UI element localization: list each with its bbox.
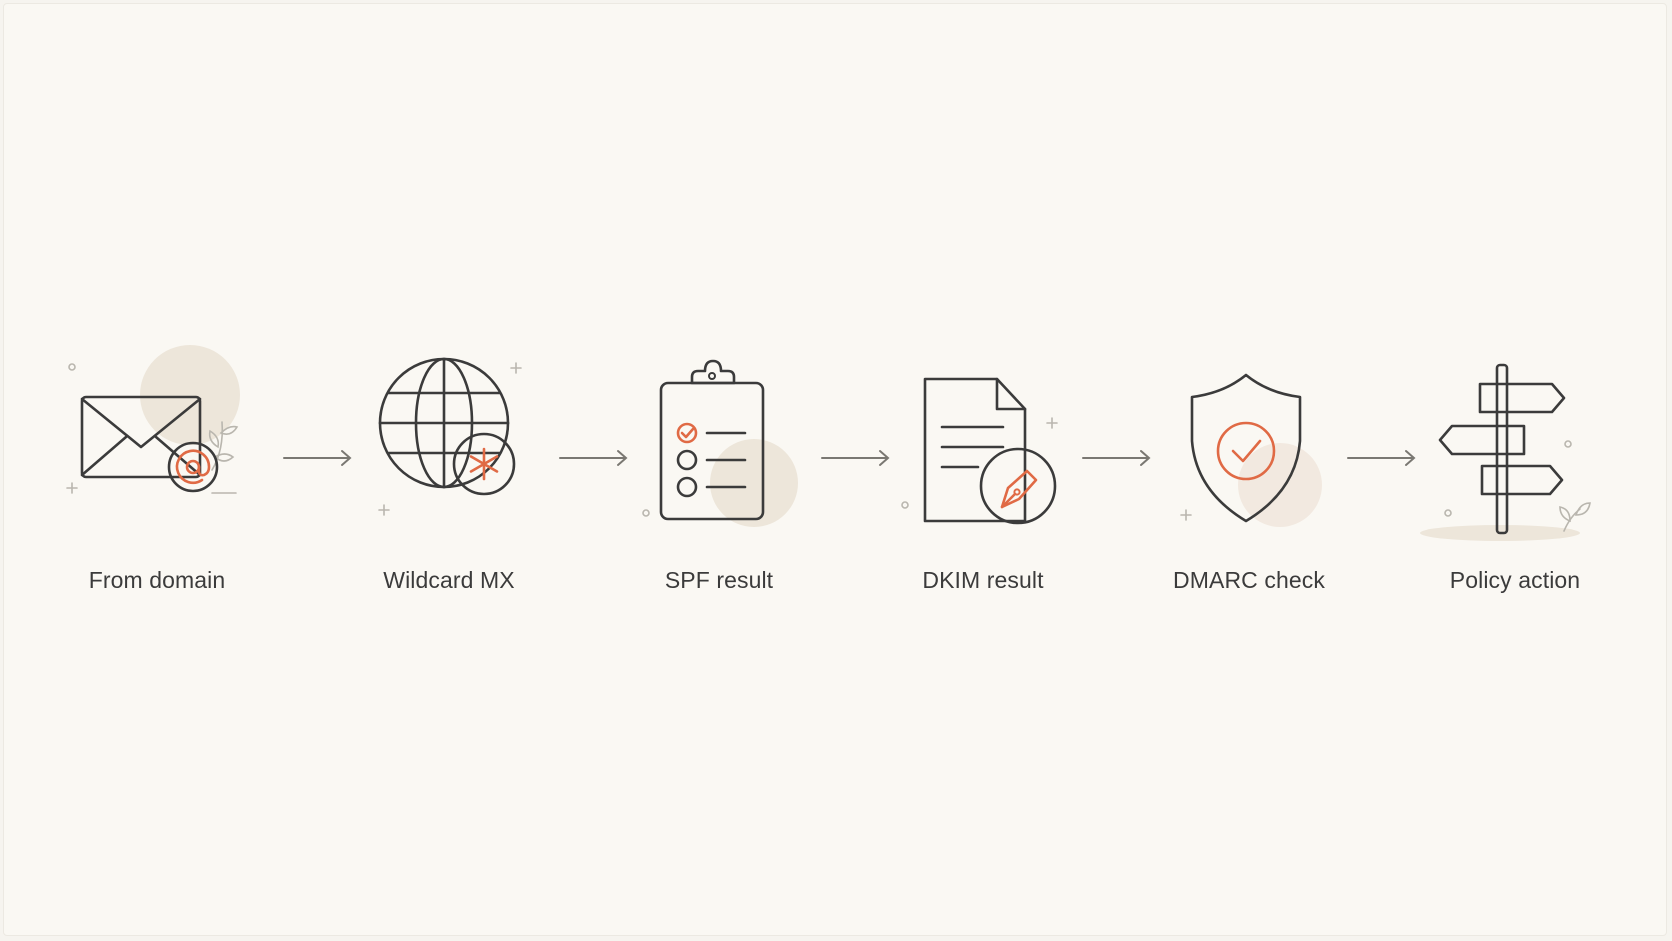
step-label: DMARC check	[1173, 567, 1325, 593]
step-from-domain: From domain	[62, 345, 252, 593]
clipboard-checklist-icon	[642, 359, 798, 527]
step-label: Wildcard MX	[383, 567, 515, 593]
globe-asterisk-icon	[378, 357, 522, 516]
arrow-right-icon	[1346, 448, 1418, 468]
document-pen-icon	[901, 377, 1058, 525]
step-policy-action: Policy action	[1420, 355, 1610, 593]
step-label: DKIM result	[922, 567, 1044, 593]
step-label: From domain	[88, 567, 226, 593]
step-dmarc-check: DMARC check	[1154, 355, 1344, 593]
step-wildcard-mx: Wildcard MX	[354, 355, 544, 593]
step-dkim-result: DKIM result	[888, 355, 1078, 593]
arrow-right-icon	[820, 448, 892, 468]
arrow-right-icon	[558, 448, 630, 468]
step-label: SPF result	[664, 567, 774, 593]
canvas	[3, 3, 1667, 936]
step-label: Policy action	[1449, 567, 1581, 593]
arrow-right-icon	[1081, 448, 1153, 468]
signpost-icon	[1420, 363, 1591, 541]
arrow-right-icon	[282, 448, 354, 468]
shield-check-icon	[1180, 373, 1322, 527]
envelope-at-icon	[66, 345, 240, 494]
step-spf-result: SPF result	[624, 355, 814, 593]
